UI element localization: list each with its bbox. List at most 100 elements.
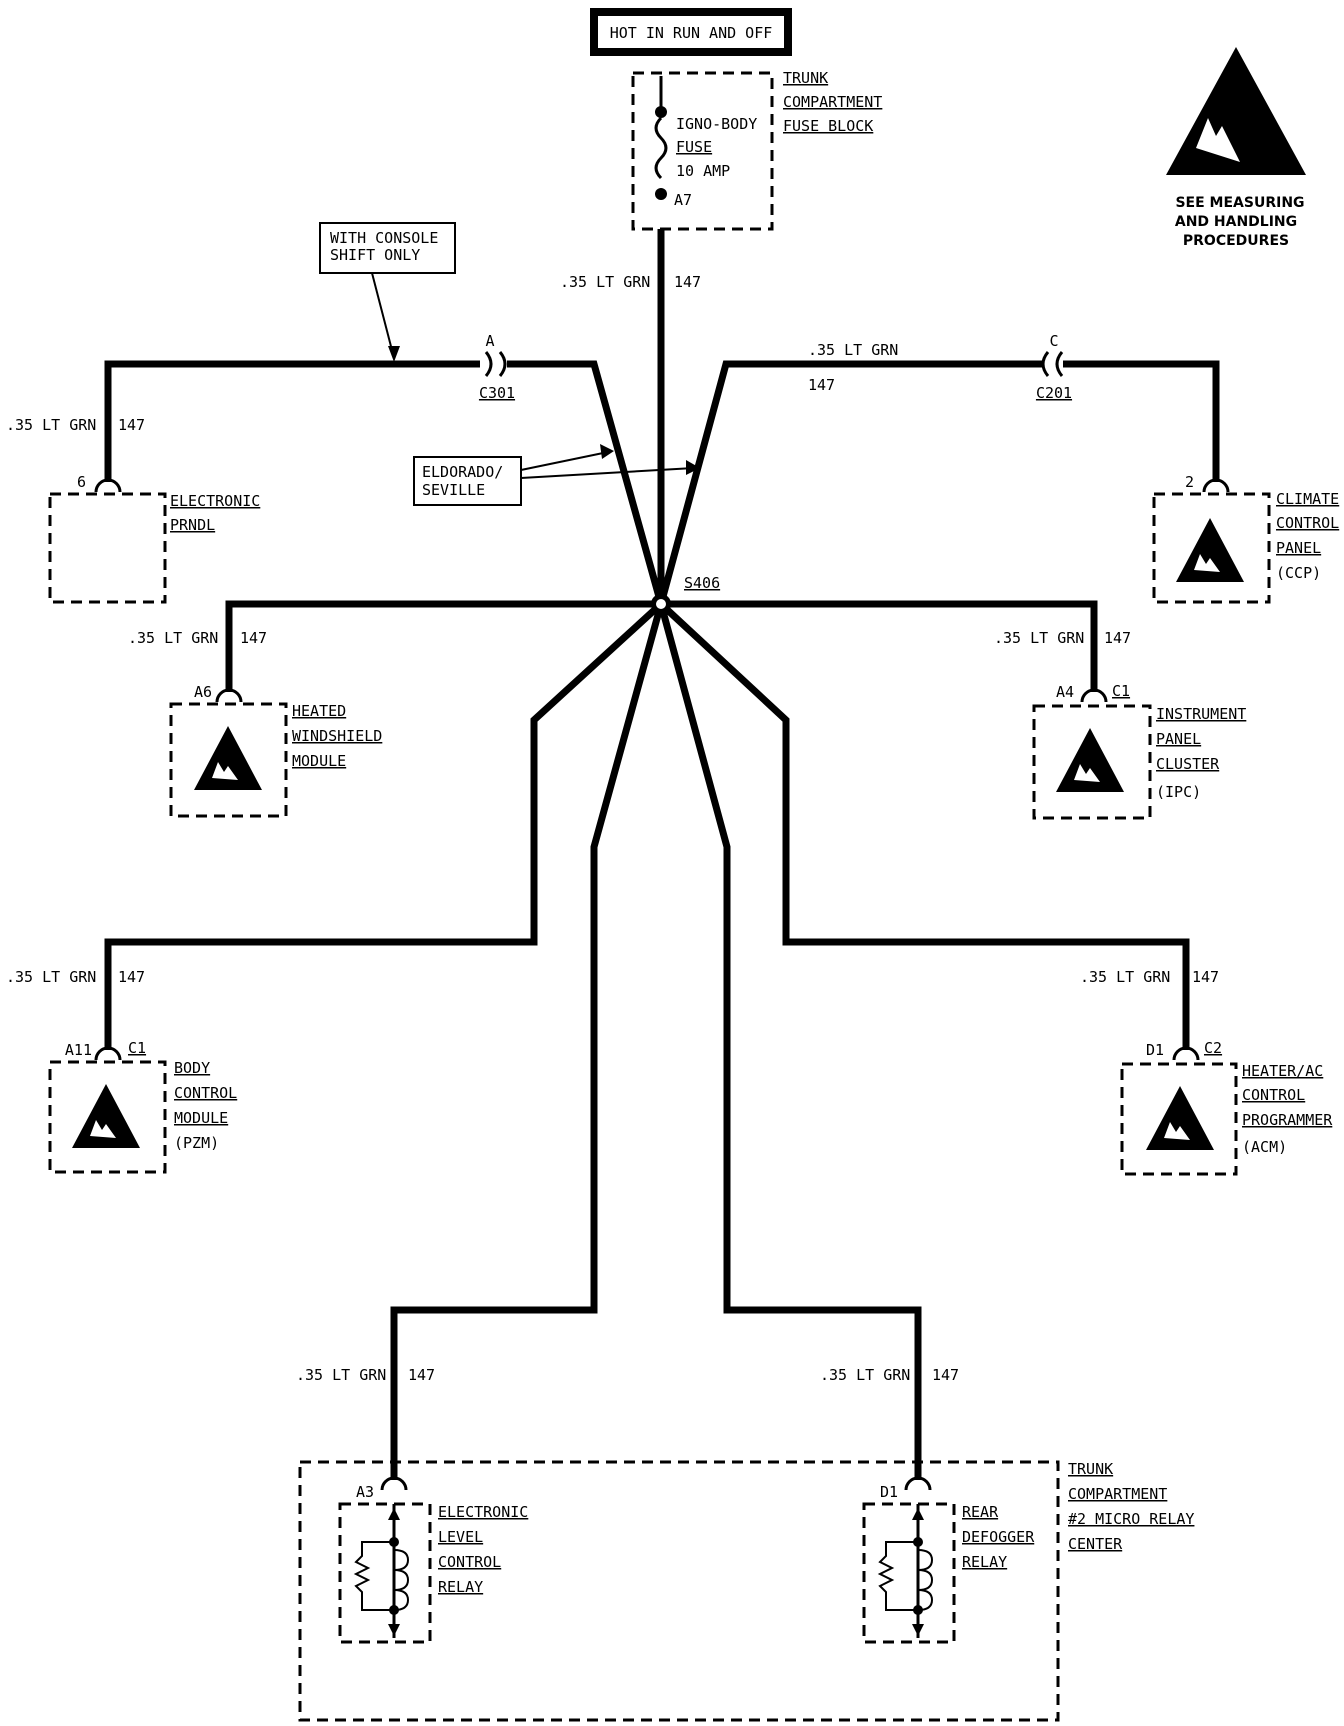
ipc-conn: C1 bbox=[1112, 682, 1130, 700]
acm-label-4: (ACM) bbox=[1242, 1138, 1287, 1156]
acm-esd-icon bbox=[1146, 1086, 1214, 1150]
prndl-pin: 6 bbox=[77, 473, 86, 491]
wire-label-right-top-gauge: .35 LT GRN bbox=[808, 341, 898, 359]
component-elc: A3 ELECTRONIC LEVEL CONTROL RELAY bbox=[338, 1476, 528, 1644]
fuse-label-1: IGNO-BODY bbox=[676, 115, 757, 133]
elc-label-3: CONTROL bbox=[438, 1553, 501, 1571]
ccp-label-3: PANEL bbox=[1276, 539, 1321, 557]
rdr-label-3: RELAY bbox=[962, 1553, 1007, 1571]
bcm-pin: A11 bbox=[65, 1041, 92, 1059]
wire-label-acm-circuit: 147 bbox=[1192, 968, 1219, 986]
hwm-label-3: MODULE bbox=[292, 752, 346, 770]
power-banner: HOT IN RUN AND OFF bbox=[590, 8, 792, 56]
hwm-label-2: WINDSHIELD bbox=[292, 727, 382, 745]
component-rdr: D1 REAR DEFOGGER RELAY bbox=[862, 1476, 1035, 1644]
wire-prndl-left bbox=[104, 360, 480, 482]
elc-pin: A3 bbox=[356, 1483, 374, 1501]
splice-label: S406 bbox=[684, 574, 720, 592]
fuse-block: IGNO-BODY FUSE 10 AMP A7 TRUNK COMPARTME… bbox=[631, 69, 882, 231]
ccp-label-4: (CCP) bbox=[1276, 564, 1321, 582]
fuse-block-label-2: COMPARTMENT bbox=[783, 93, 882, 111]
wire-acm bbox=[658, 601, 1190, 1050]
ipc-label-4: (IPC) bbox=[1156, 783, 1201, 801]
wires bbox=[104, 229, 1220, 1480]
ccp-label-1: CLIMATE bbox=[1276, 490, 1339, 508]
wire-label-hwm-circuit: 147 bbox=[240, 629, 267, 647]
wire-label-elc-circuit: 147 bbox=[408, 1366, 435, 1384]
rdr-label-1: REAR bbox=[962, 1503, 999, 1521]
wire-prndl-right bbox=[507, 360, 665, 605]
prndl-label-1: ELECTRONIC bbox=[170, 492, 260, 510]
wire-hwm bbox=[225, 600, 661, 692]
wire-label-main-gauge: .35 LT GRN bbox=[560, 273, 650, 291]
bcm-esd-icon bbox=[72, 1084, 140, 1148]
acm-label-3: PROGRAMMER bbox=[1242, 1111, 1333, 1129]
wire-labels: .35 LT GRN 147 .35 LT GRN 147 .35 LT GRN… bbox=[6, 273, 1219, 1384]
bcm-conn: C1 bbox=[128, 1039, 146, 1057]
wire-rdr bbox=[657, 603, 922, 1480]
fuse-terminal: A7 bbox=[674, 191, 692, 209]
ccp-pin: 2 bbox=[1185, 473, 1194, 491]
component-ipc: A4 C1 INSTRUMENT PANEL CLUSTER (IPC) bbox=[1032, 682, 1246, 820]
acm-conn: C2 bbox=[1204, 1039, 1222, 1057]
prndl-label-2: PRNDL bbox=[170, 516, 215, 534]
rdr-label-2: DEFOGGER bbox=[962, 1528, 1035, 1546]
relay-center: TRUNK COMPARTMENT #2 MICRO RELAY CENTER bbox=[298, 1460, 1194, 1722]
hwm-pin: A6 bbox=[194, 683, 212, 701]
wire-label-prndl-circuit: 147 bbox=[118, 416, 145, 434]
fuse-block-label-3: FUSE BLOCK bbox=[783, 117, 873, 135]
callout-eldorado-line-2: SEVILLE bbox=[422, 481, 485, 499]
elc-label-2: LEVEL bbox=[438, 1528, 483, 1546]
relay-center-label-4: CENTER bbox=[1068, 1535, 1123, 1553]
splice-s406: S406 bbox=[651, 574, 720, 614]
rdr-pin: D1 bbox=[880, 1483, 898, 1501]
component-bcm: A11 C1 BODY CONTROL MODULE (PZM) bbox=[48, 1039, 237, 1174]
ccp-label-2: CONTROL bbox=[1276, 514, 1339, 532]
connector-c201: C C201 bbox=[1036, 332, 1072, 402]
esd-notice-line-3: PROCEDURES bbox=[1183, 233, 1289, 249]
wire-label-ipc-circuit: 147 bbox=[1104, 629, 1131, 647]
esd-notice-line-1: SEE MEASURING bbox=[1175, 195, 1304, 211]
bcm-label-4: (PZM) bbox=[174, 1134, 219, 1152]
callout-eldorado-line-1: ELDORADO/ bbox=[422, 463, 503, 481]
component-ccp: 2 CLIMATE CONTROL PANEL (CCP) bbox=[1152, 473, 1339, 604]
hwm-label-1: HEATED bbox=[292, 702, 346, 720]
callout-eldorado: ELDORADO/ SEVILLE bbox=[413, 444, 700, 506]
fuse-block-label-1: TRUNK bbox=[783, 69, 828, 87]
component-prndl: 6 ELECTRONIC PRNDL bbox=[48, 473, 260, 604]
c301-pin: A bbox=[485, 332, 494, 350]
wire-label-rdr-circuit: 147 bbox=[932, 1366, 959, 1384]
ipc-label-3: CLUSTER bbox=[1156, 755, 1220, 773]
wire-elc bbox=[390, 603, 665, 1480]
fuse-label-3: 10 AMP bbox=[676, 162, 730, 180]
relay-center-label-1: TRUNK bbox=[1068, 1460, 1113, 1478]
ipc-esd-icon bbox=[1056, 728, 1124, 792]
c201-pin: C bbox=[1049, 332, 1058, 350]
ipc-label-1: INSTRUMENT bbox=[1156, 705, 1246, 723]
bcm-label-3: MODULE bbox=[174, 1109, 228, 1127]
fuse-label-2: FUSE bbox=[676, 138, 712, 156]
callout-console: WITH CONSOLE SHIFT ONLY bbox=[319, 222, 456, 362]
wire-label-hwm-gauge: .35 LT GRN bbox=[128, 629, 218, 647]
acm-pin: D1 bbox=[1146, 1041, 1164, 1059]
wire-label-prndl-gauge: .35 LT GRN bbox=[6, 416, 96, 434]
ccp-esd-icon bbox=[1176, 518, 1244, 582]
esd-notice: SEE MEASURING AND HANDLING PROCEDURES bbox=[1166, 47, 1306, 249]
callout-console-line-1: WITH CONSOLE bbox=[330, 229, 438, 247]
hwm-esd-icon bbox=[194, 726, 262, 790]
ipc-pin: A4 bbox=[1056, 683, 1074, 701]
c301-name: C301 bbox=[479, 384, 515, 402]
component-hwm: A6 HEATED WINDSHIELD MODULE bbox=[169, 683, 382, 818]
wire-label-bcm-circuit: 147 bbox=[118, 968, 145, 986]
ipc-label-2: PANEL bbox=[1156, 730, 1201, 748]
wire-ccp-right bbox=[1063, 360, 1220, 482]
acm-label-2: CONTROL bbox=[1242, 1086, 1305, 1104]
bcm-label-1: BODY bbox=[174, 1059, 210, 1077]
wire-label-elc-gauge: .35 LT GRN bbox=[296, 1366, 386, 1384]
wire-ccp-left bbox=[657, 360, 1043, 605]
elc-label-1: ELECTRONIC bbox=[438, 1503, 528, 1521]
relay-center-label-2: COMPARTMENT bbox=[1068, 1485, 1167, 1503]
wire-label-acm-gauge: .35 LT GRN bbox=[1080, 968, 1170, 986]
elc-label-4: RELAY bbox=[438, 1578, 483, 1596]
